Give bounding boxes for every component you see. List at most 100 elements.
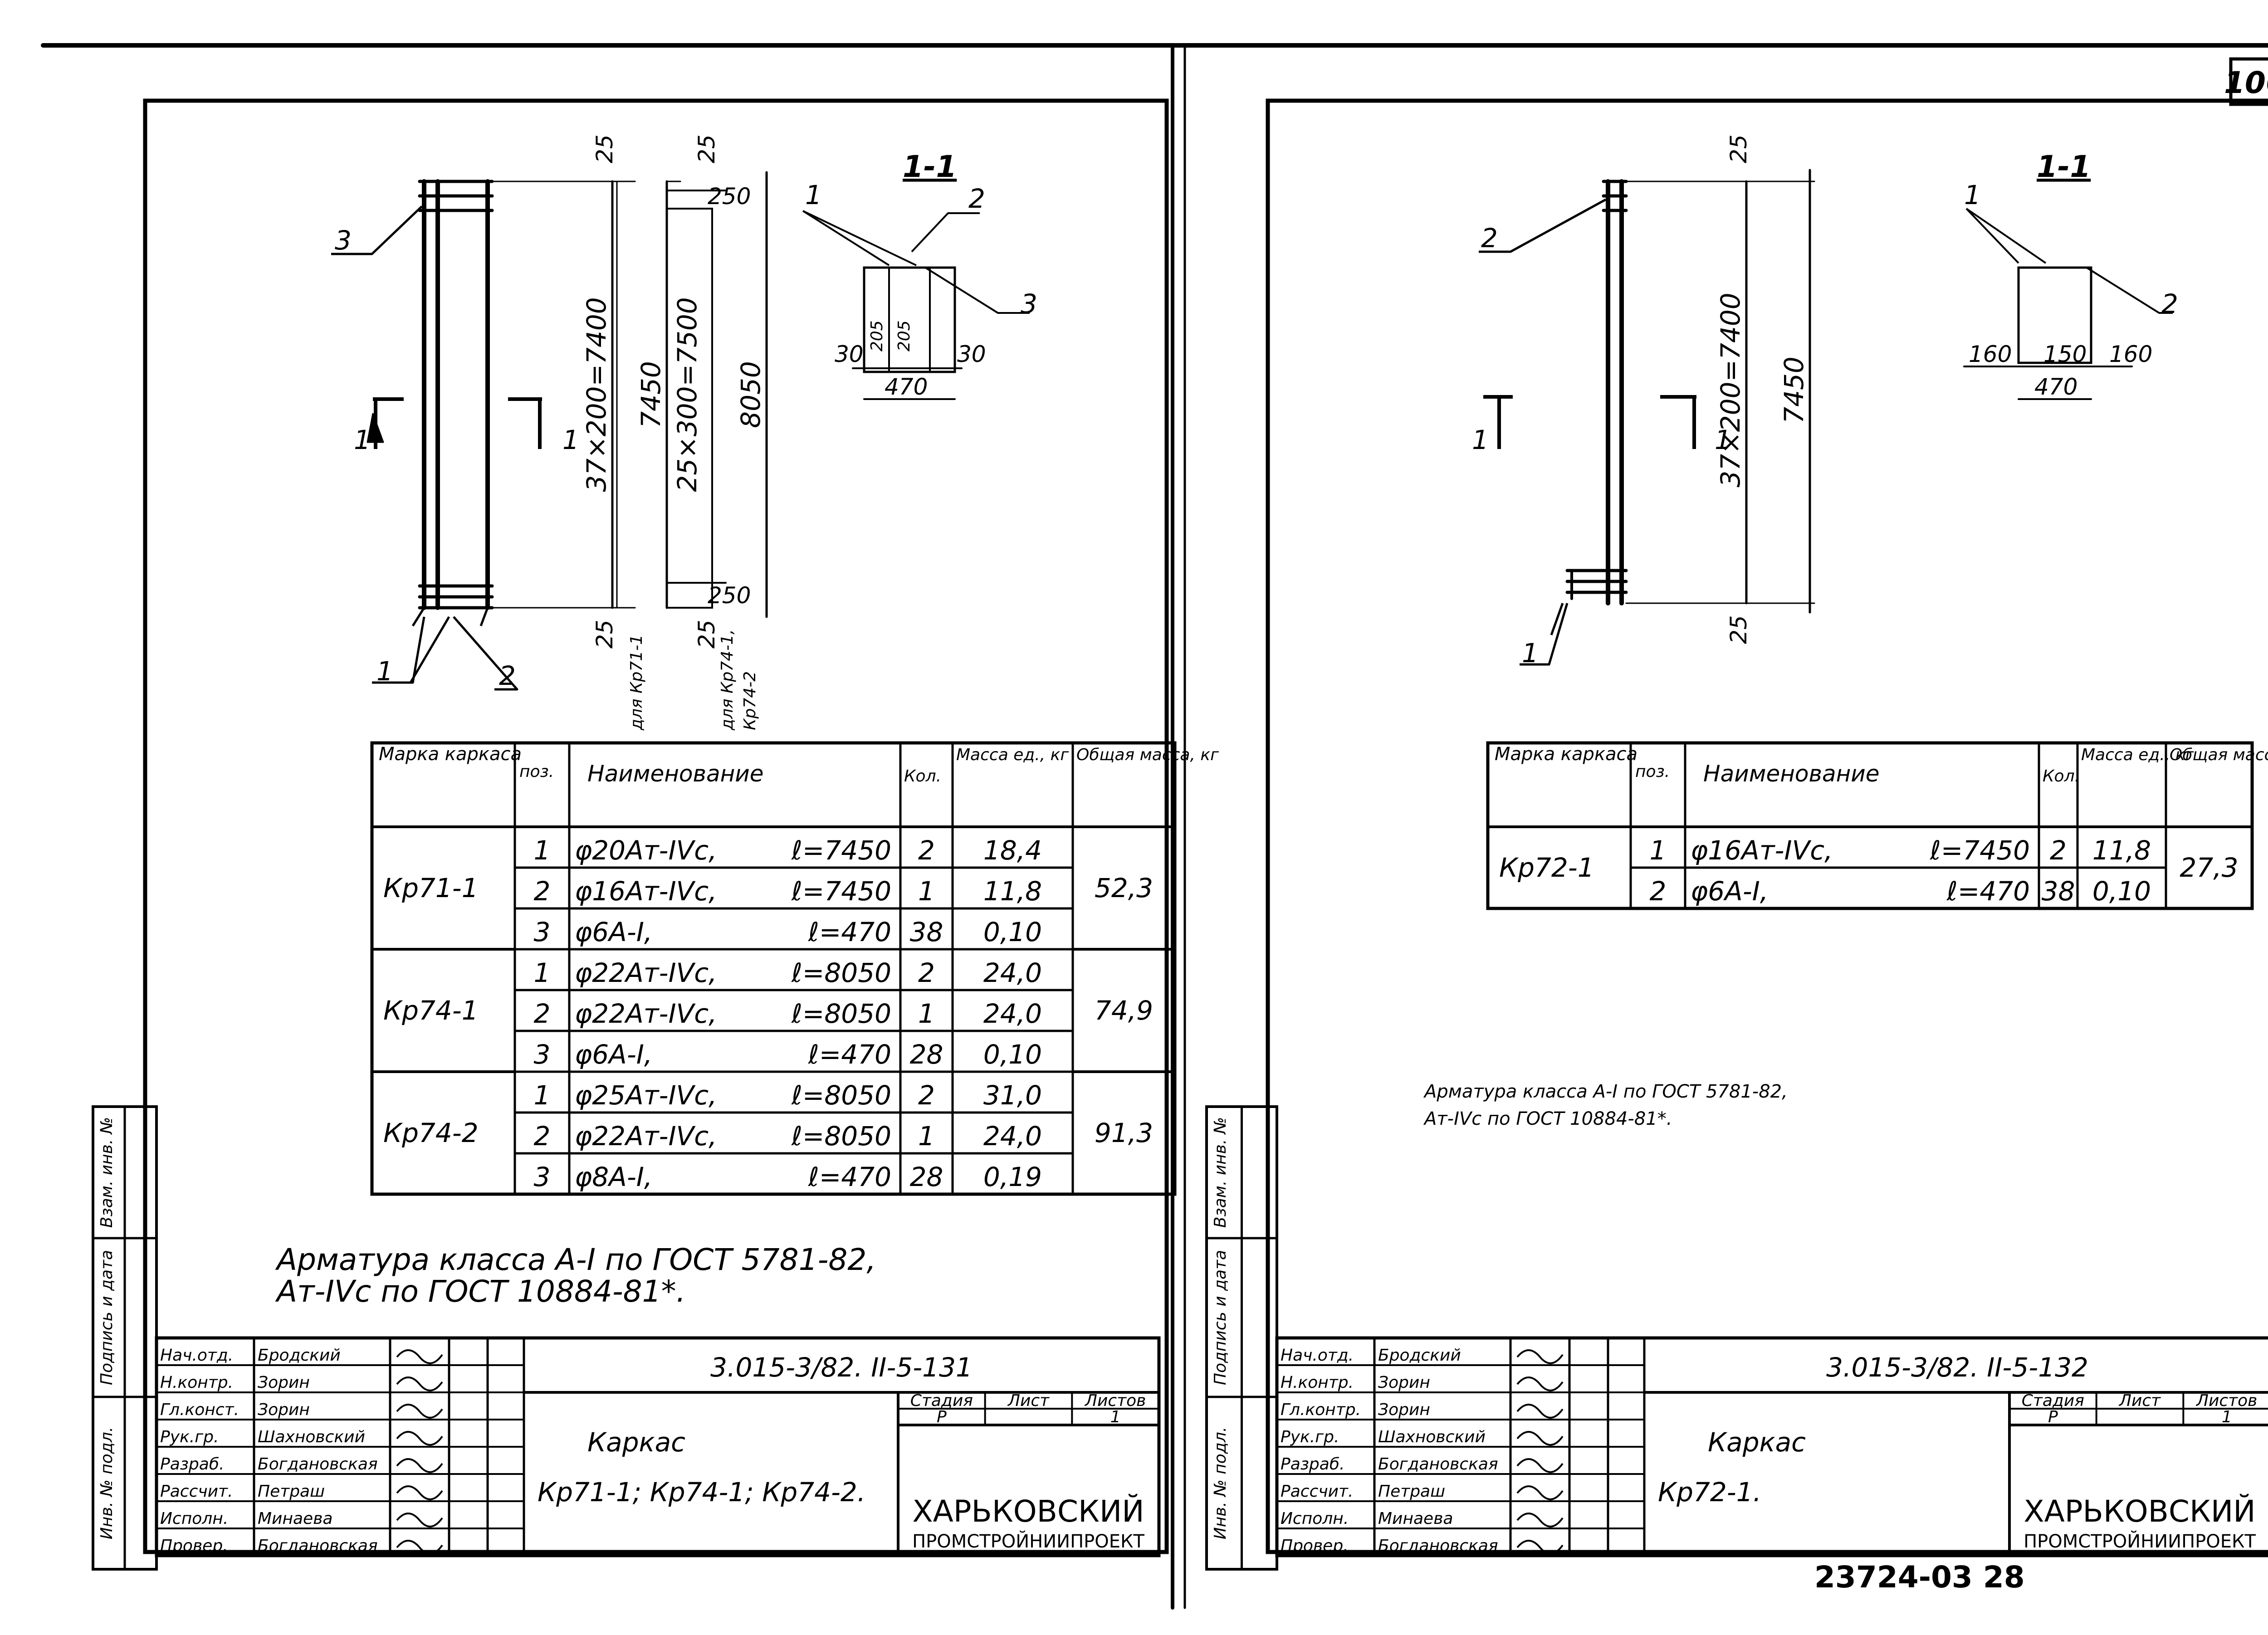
header-mass-total: Общая масса, кг xyxy=(1076,746,1219,764)
cell-length: ℓ=470 xyxy=(808,917,891,947)
cell-mark: Кр71-1 xyxy=(383,873,479,903)
role-label: Разраб. xyxy=(1281,1455,1344,1474)
cell-mass: 24,0 xyxy=(983,998,1042,1029)
cell-mark: Кр74-2 xyxy=(383,1118,479,1148)
cell-qty: 1 xyxy=(918,998,935,1029)
signature xyxy=(1516,1404,1564,1419)
cell-mass: 0,10 xyxy=(983,1039,1042,1070)
header-mass-total: Общая масса, кг xyxy=(2170,746,2268,764)
signature xyxy=(1516,1513,1564,1528)
cell-pos: 1 xyxy=(1650,835,1667,866)
leader xyxy=(1520,603,1569,666)
role-label: Разраб. xyxy=(160,1455,224,1474)
dim-7400: 37×200=7400 xyxy=(581,297,612,492)
stage-header: Стадия xyxy=(2022,1391,2084,1410)
leader xyxy=(1965,208,2047,264)
dim-8050: 8050 xyxy=(735,361,766,428)
cell-pos: 3 xyxy=(534,1039,551,1070)
dim-205: 205 xyxy=(868,320,886,351)
cell-mass: 18,4 xyxy=(983,835,1042,866)
cell-qty: 28 xyxy=(910,1039,943,1070)
section-outline xyxy=(863,266,956,373)
dim-30: 30 xyxy=(957,341,986,367)
person-name: Богдановская xyxy=(1378,1455,1498,1474)
signature xyxy=(1516,1485,1564,1500)
cell-mass: 11,8 xyxy=(2092,835,2151,866)
page-number: 106 xyxy=(2224,65,2268,100)
signature xyxy=(396,1404,443,1419)
sheet-title: Каркас xyxy=(1708,1427,1806,1458)
section-label: 1-1 xyxy=(903,149,957,184)
dim-250: 250 xyxy=(708,183,751,210)
cell-name: φ16Ат-IVс, xyxy=(1691,835,1833,866)
dim-470: 470 xyxy=(885,374,928,400)
person-name: Зорин xyxy=(258,1401,310,1419)
cut-arrow xyxy=(367,413,384,443)
header-qty: Кол. xyxy=(904,767,941,786)
cell-pos: 3 xyxy=(534,917,551,947)
cell-name: φ6А-I, xyxy=(1691,876,1768,907)
callout-2: 2 xyxy=(499,660,516,691)
signature xyxy=(396,1431,443,1446)
cell-mass: 31,0 xyxy=(983,1080,1042,1111)
cell-mass: 11,8 xyxy=(983,876,1042,907)
cell-total: 91,3 xyxy=(1095,1118,1153,1148)
side-label: Инв. № подл. xyxy=(98,1427,116,1539)
cell-pos: 2 xyxy=(534,1121,551,1152)
cell-pos: 1 xyxy=(534,1080,551,1111)
cell-pos: 3 xyxy=(534,1162,551,1192)
note-for: для Кр71-1 xyxy=(627,634,646,731)
bar-end xyxy=(1550,603,1564,635)
cell-pos: 2 xyxy=(1650,876,1667,907)
cell-name: φ22Ат-IVс, xyxy=(575,957,717,988)
cell-qty: 2 xyxy=(2050,835,2067,866)
person-name: Бродский xyxy=(258,1346,341,1365)
note-line: Ат-IVс по ГОСТ 10884-81*. xyxy=(1423,1108,1672,1129)
cell-qty: 2 xyxy=(918,957,935,988)
cell-pos: 1 xyxy=(534,835,551,866)
dim-25: 25 xyxy=(1725,615,1752,644)
leader xyxy=(372,616,450,684)
role-label: Нач.отд. xyxy=(160,1346,233,1365)
leader xyxy=(1479,198,1607,253)
document-number: 23724-03 28 xyxy=(1814,1560,2025,1595)
cell-qty: 2 xyxy=(918,1080,935,1111)
header-qty: Кол. xyxy=(2043,767,2080,786)
person-name: Минаева xyxy=(258,1509,332,1528)
dim-box xyxy=(666,208,713,609)
section-callout-3: 3 xyxy=(1021,288,1037,319)
cut-mark xyxy=(508,397,542,449)
cell-mass: 0,10 xyxy=(983,917,1042,947)
section-outline xyxy=(2017,266,2092,364)
header-pos: поз. xyxy=(1635,762,1670,781)
role-label: Рук.гр. xyxy=(1281,1428,1339,1446)
side-label: Взам. инв. № xyxy=(98,1117,116,1228)
dim-7500: 25×300=7500 xyxy=(672,297,703,492)
cut-label: 1 xyxy=(1715,425,1731,455)
dim-250: 250 xyxy=(708,582,751,609)
cell-mark: Кр74-1 xyxy=(383,995,479,1026)
leader xyxy=(331,205,423,255)
dim-30: 30 xyxy=(835,341,864,367)
cut-mark xyxy=(1483,395,1513,449)
cell-mass: 24,0 xyxy=(983,1121,1042,1152)
cell-name: φ22Ат-IVс, xyxy=(575,1121,717,1152)
cell-total: 52,3 xyxy=(1095,873,1153,903)
cell-total: 27,3 xyxy=(2180,852,2238,883)
cell-length: ℓ=8050 xyxy=(791,998,891,1029)
dim-25: 25 xyxy=(694,134,720,163)
sheets-value: 1 xyxy=(1110,1408,1121,1426)
cell-mark: Кр72-1 xyxy=(1499,852,1594,883)
role-label: Н.контр. xyxy=(160,1373,233,1392)
org-name-2: ПРОМСТРОЙНИИПРОЕКТ xyxy=(2024,1530,2256,1552)
sheets-value: 1 xyxy=(2222,1408,2232,1426)
role-label: Гл.конст. xyxy=(160,1401,239,1419)
dim-7400: 37×200=7400 xyxy=(1715,293,1746,487)
header-mass-unit: Масса ед., кг xyxy=(956,746,1069,764)
cell-pos: 2 xyxy=(534,876,551,907)
cell-name: φ22Ат-IVс, xyxy=(575,998,717,1029)
stage-value: Р xyxy=(937,1408,947,1426)
cell-length: ℓ=470 xyxy=(1946,876,2030,907)
leader xyxy=(911,212,980,253)
cell-length: ℓ=8050 xyxy=(791,1080,891,1111)
